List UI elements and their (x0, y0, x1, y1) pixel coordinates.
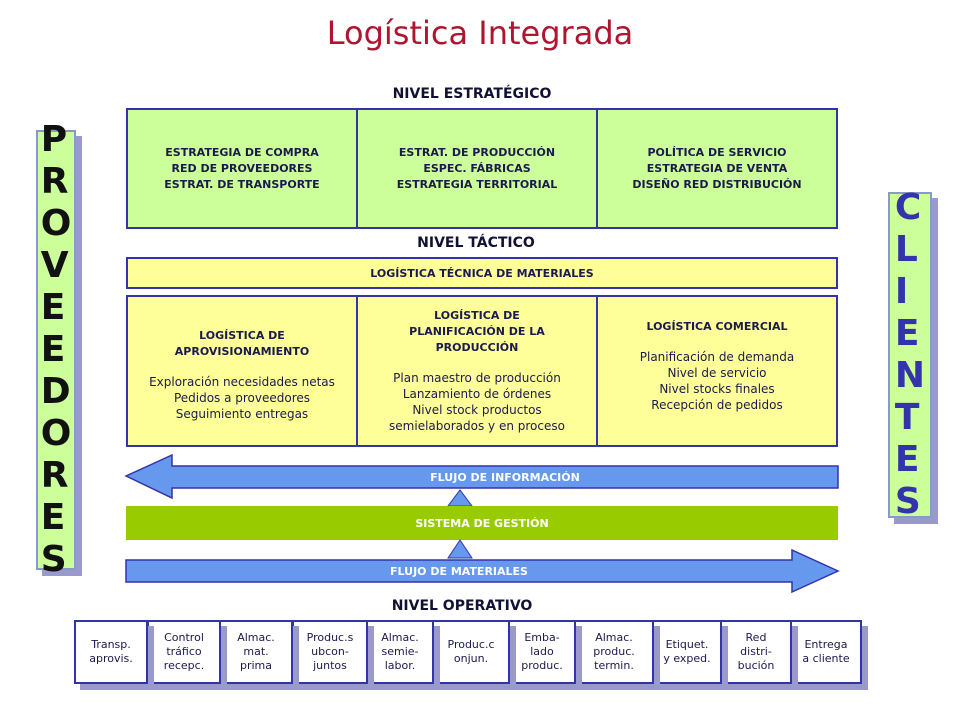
client-letter: L (894, 229, 918, 270)
tactical-procurement-heading: LOGÍSTICA DE APROVISIONAMIENTO (174, 329, 310, 358)
operative-item: Red distri- bución (720, 620, 792, 684)
operative-item-label: Produc.c onjun. (447, 638, 495, 665)
materials-flow-arrow (125, 548, 840, 594)
strategic-box-production-text: ESTRAT. DE PRODUCCIÓN ESPEC. FÁBRICAS ES… (396, 145, 558, 191)
management-system-label: SISTEMA DE GESTIÓN (415, 516, 549, 530)
supplier-letter: E (40, 287, 66, 328)
strategic-box-purchasing-text: ESTRATEGIA DE COMPRA RED DE PROVEEDORES … (164, 145, 320, 191)
operative-item-label: Almac. semie- labor. (381, 631, 419, 672)
supplier-letter: E (40, 497, 66, 538)
operative-item: Produc.c onjun. (432, 620, 510, 684)
tactical-commercial-body: Planificación de demanda Nivel de servic… (639, 350, 795, 412)
client-letter: S (894, 481, 921, 522)
tactical-planning-heading: LOGÍSTICA DE PLANIFICACIÓN DE LA PRODUCC… (409, 309, 545, 354)
operative-item-label: Almac. mat. prima (237, 631, 275, 672)
tactical-box-procurement: LOGÍSTICA DE APROVISIONAMIENTO Exploraci… (126, 295, 358, 447)
supplier-letter: E (40, 329, 66, 370)
technical-logistics-bar: LOGÍSTICA TÉCNICA DE MATERIALES (126, 257, 838, 289)
operative-item-label: Etiquet. y exped. (663, 638, 711, 665)
operative-item-label: Control tráfico recepc. (163, 631, 205, 672)
supplier-letter: V (40, 245, 69, 286)
materials-up-arrow (447, 539, 473, 559)
client-letter: E (894, 313, 920, 354)
tactical-commercial-heading: LOGÍSTICA COMERCIAL (646, 320, 788, 333)
operative-level-label: NIVEL OPERATIVO (391, 598, 533, 614)
operative-item-label: Red distri- bución (737, 631, 775, 672)
tactical-planning-body: Plan maestro de producción Lanzamiento d… (389, 371, 565, 433)
operative-item: Emba- lado produc. (508, 620, 576, 684)
client-letter: E (894, 439, 920, 480)
strategic-box-service: POLÍTICA DE SERVICIO ESTRATEGIA DE VENTA… (596, 108, 838, 229)
supplier-letter: O (40, 413, 72, 454)
operative-item: Almac. produc. termin. (574, 620, 654, 684)
operative-item-label: Produc.s ubcon- juntos (306, 631, 354, 672)
information-flow-arrow (124, 453, 839, 500)
operative-row: Transp. aprovis. Control tráfico recepc. A… (74, 620, 864, 686)
materials-flow-label: FLUJO DE MATERIALES (390, 564, 528, 578)
tactical-level-label: NIVEL TÁCTICO (417, 235, 535, 251)
information-flow-label: FLUJO DE INFORMACIÓN (430, 470, 580, 484)
operative-item-label: Entrega a cliente (802, 638, 850, 665)
operative-item: Entrega a cliente (790, 620, 862, 684)
operative-item: Produc.s ubcon- juntos (292, 620, 368, 684)
supplier-letter: P (40, 119, 68, 160)
strategic-level-label: NIVEL ESTRATÉGICO (392, 86, 552, 102)
client-letter: I (894, 271, 909, 312)
supplier-letter: O (40, 203, 72, 244)
operative-item: Almac. semie- labor. (366, 620, 434, 684)
operative-item: Almac. mat. prima (219, 620, 293, 684)
supplier-letter: R (40, 161, 69, 202)
tactical-procurement-body: Exploración necesidades netas Pedidos a … (149, 375, 335, 421)
tactical-box-planning: LOGÍSTICA DE PLANIFICACIÓN DE LA PRODUCC… (356, 295, 598, 447)
management-system-bar (126, 506, 838, 540)
supplier-letter: S (40, 539, 67, 580)
client-letter: T (894, 397, 920, 438)
operative-item: Control tráfico recepc. (147, 620, 221, 684)
technical-logistics-label: LOGÍSTICA TÉCNICA DE MATERIALES (370, 266, 594, 280)
info-up-arrow (447, 489, 473, 507)
operative-item: Etiquet. y exped. (652, 620, 722, 684)
client-letter: C (894, 187, 922, 228)
operative-item: Transp. aprovis. (74, 620, 148, 684)
tactical-box-commercial: LOGÍSTICA COMERCIAL Planificación de dem… (596, 295, 838, 447)
page-title: Logística Integrada (326, 14, 634, 52)
supplier-letter: R (40, 455, 69, 496)
strategic-box-purchasing: ESTRATEGIA DE COMPRA RED DE PROVEEDORES … (126, 108, 358, 229)
operative-item-label: Emba- lado produc. (521, 631, 563, 672)
strategic-box-production: ESTRAT. DE PRODUCCIÓN ESPEC. FÁBRICAS ES… (356, 108, 598, 229)
operative-item-label: Transp. aprovis. (89, 638, 133, 665)
strategic-box-service-text: POLÍTICA DE SERVICIO ESTRATEGIA DE VENTA… (632, 145, 802, 191)
operative-item-label: Almac. produc. termin. (593, 631, 635, 672)
client-letter: N (894, 355, 926, 396)
supplier-letter: D (40, 371, 71, 412)
